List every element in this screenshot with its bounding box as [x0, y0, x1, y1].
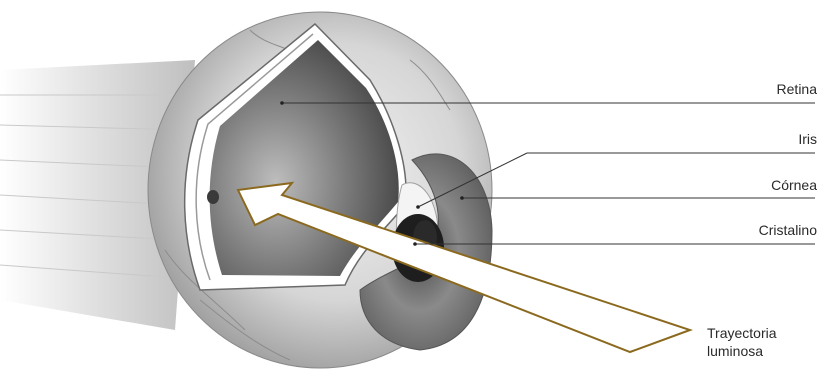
label-iris: Iris	[798, 131, 817, 147]
label-retina: Retina	[777, 81, 817, 97]
optic-disc	[207, 190, 219, 204]
label-cristalino: Cristalino	[759, 222, 817, 238]
label-trayectoria-luminosa: Trayectoria luminosa	[707, 324, 777, 360]
label-trayectoria-line1: Trayectoria	[707, 324, 777, 342]
label-cornea: Córnea	[771, 177, 817, 193]
label-trayectoria-line2: luminosa	[707, 342, 777, 360]
